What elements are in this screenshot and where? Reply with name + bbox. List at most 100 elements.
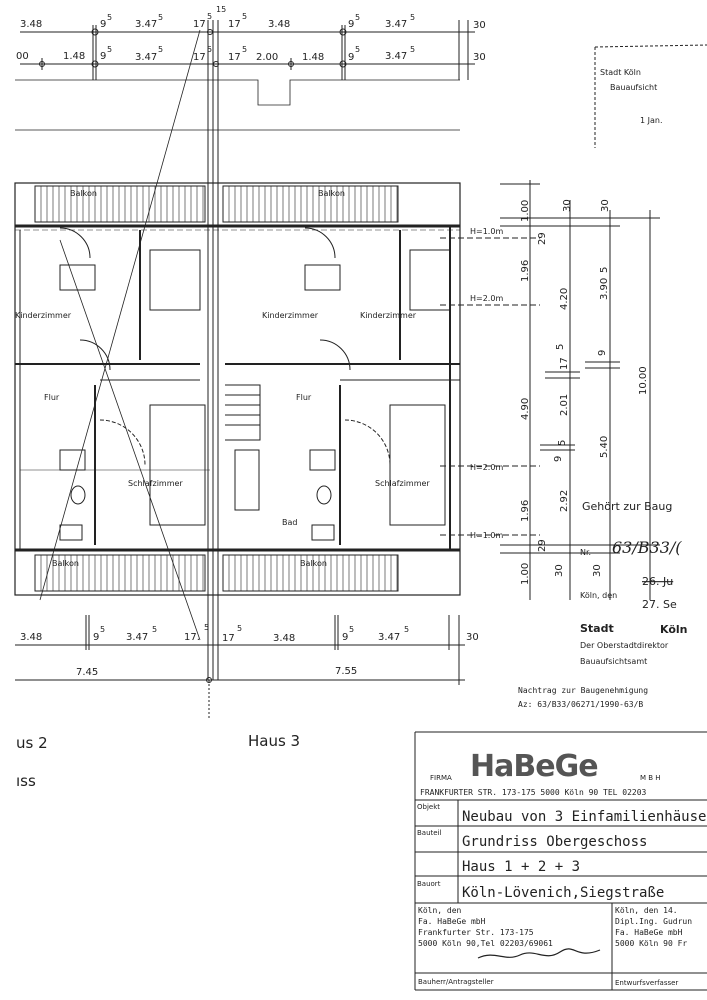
floor-label: ıss: [16, 772, 36, 790]
dim-label: 15: [216, 5, 226, 14]
applicant-line: Frankfurter Str. 173-175: [418, 928, 534, 937]
dim-label: 29: [537, 232, 548, 245]
dim-label: 30: [600, 199, 611, 212]
dim-label: 30: [473, 20, 486, 31]
company-address: FRANKFURTER STR. 173-175 5000 Köln 90 TE…: [420, 788, 647, 797]
stamp-nr-value: 63/B33/(: [612, 538, 682, 557]
room-label-balkon: Balkon: [52, 559, 79, 568]
approval-stamp: Gehört zur Baug Nr. 63/B33/( Köln, den 2…: [518, 500, 688, 709]
stamp-stadt: Stadt: [580, 622, 614, 635]
objekt-value: Neubau von 3 Einfamilienhäusern: [462, 809, 707, 825]
dim-label: 5: [107, 13, 112, 22]
dim-label: 2.01: [559, 394, 570, 416]
house-label-3: Haus 3: [248, 732, 300, 750]
stamp-office: Bauaufsichtsamt: [580, 657, 647, 666]
dim-label: 00: [16, 51, 29, 62]
bauteil-label: Bauteil: [417, 829, 442, 837]
dim-label: 9: [342, 632, 348, 643]
room-labels: Balkon Balkon Kinderzimmer Kinderzimmer …: [15, 189, 430, 568]
dim-label: 5: [207, 12, 212, 21]
logo-suffix: M B H: [640, 774, 661, 782]
haus-value: Haus 1 + 2 + 3: [462, 859, 580, 875]
architect-line: Köln, den 14.: [615, 906, 678, 915]
dim-label: 17: [228, 19, 241, 30]
dim-label: 1.48: [302, 52, 324, 63]
dim-label: 30: [562, 199, 573, 212]
room-label-balkon: Balkon: [300, 559, 327, 568]
dim-label: 5: [557, 440, 568, 446]
stamp-nachtrag: Nachtrag zur Baugenehmigung: [518, 686, 648, 695]
dim-label: 17: [193, 52, 206, 63]
dim-label: 5.40: [599, 436, 610, 458]
dim-label: 4.90: [520, 398, 531, 420]
height-label: H=2.0m: [470, 294, 503, 303]
room-label-kinderzimmer: Kinderzimmer: [360, 311, 417, 320]
firma-label: FIRMA: [430, 774, 452, 782]
dim-label: 5: [410, 13, 415, 22]
dim-label: 3.47: [135, 19, 157, 30]
dim-label: 1.96: [520, 500, 531, 522]
architect-line: Fa. HaBeGe mbH: [615, 928, 683, 937]
dim-label: 5: [204, 623, 209, 632]
dim-label: 9: [100, 19, 106, 30]
title-block: FIRMA HaBeGe M B H FRANKFURTER STR. 173-…: [414, 731, 707, 991]
dim-label: 9: [553, 456, 564, 462]
dim-label: 5: [410, 45, 415, 54]
dim-label: 17.: [184, 632, 200, 643]
applicant-role: Bauherr/Antragsteller: [418, 978, 494, 986]
top-dimension-lines: [20, 20, 475, 680]
room-label-balkon: Balkon: [318, 189, 345, 198]
building-outline: [14, 29, 461, 641]
dim-label: 9: [348, 19, 354, 30]
bottom-dimension-lines: [15, 615, 465, 720]
dim-label: 2.92: [559, 490, 570, 512]
dim-label: 10.00: [638, 366, 649, 395]
dim-label: 9: [100, 51, 106, 62]
objekt-label: Objekt: [417, 803, 440, 811]
dim-label: 7.45: [76, 667, 98, 678]
dim-label: 1.96: [520, 260, 531, 282]
room-label-balkon: Balkon: [70, 189, 97, 198]
dim-label: 30: [466, 632, 479, 643]
dim-label: 9: [597, 350, 608, 356]
stamp-authority: Der Oberstadtdirektor: [580, 641, 669, 650]
dim-label: 5: [242, 45, 247, 54]
room-label-bad: Bad: [282, 518, 297, 527]
dim-label: 9: [93, 632, 99, 643]
applicant-signature: [477, 948, 601, 959]
room-label-schlafzimmer: Schlafzimmer: [375, 479, 430, 488]
stamp-nr-label: Nr.: [580, 548, 591, 557]
dim-label: 30: [473, 52, 486, 63]
dim-label: 30: [554, 564, 565, 577]
stamp-az: Az: 63/B33/06271/1990-63/B: [518, 700, 643, 709]
right-dimension-labels: 1.00 30 30 29 1.96 4.20 3.90 5 5 17 9 2.…: [470, 199, 649, 585]
height-label: H=1.0m: [470, 531, 503, 540]
dim-label: 1.48: [63, 51, 85, 62]
dim-label: 5: [158, 45, 163, 54]
stamp-date-1: 26. Ju: [642, 575, 673, 588]
applicant-line: 5000 Köln 90,Tel 02203/69061: [418, 939, 553, 948]
stamp-date-label: Köln, den: [580, 591, 617, 600]
room-label-flur: Flur: [44, 393, 60, 402]
height-label: H=1.0m: [470, 227, 503, 236]
dim-label: 5: [207, 45, 212, 54]
top-dimension-labels: 3.48 9 5 3.47 5 17 5 15 17 5 3.48 9 5 3.…: [16, 5, 486, 63]
applicant-line: Fa. HaBeGe mbH: [418, 917, 486, 926]
room-label-schlafzimmer: Schlafzimmer: [128, 479, 183, 488]
dim-label: 3.48: [20, 19, 42, 30]
dim-label: 1.00: [520, 200, 531, 222]
dim-label: 30: [592, 564, 603, 577]
height-label: H=2.0m: [470, 463, 503, 472]
dim-label: 7.55: [335, 666, 357, 677]
house-label-2: us 2: [16, 734, 48, 752]
dim-label: 5: [599, 267, 610, 273]
bauteil-value: Grundriss Obergeschoss: [462, 834, 647, 850]
dim-label: 1.00: [520, 563, 531, 585]
corner-stamp-text: Stadt Köln: [600, 68, 641, 77]
dim-label: 3.48: [273, 633, 295, 644]
dim-label: 17: [193, 19, 206, 30]
dim-label: 3.47: [126, 632, 148, 643]
dim-label: 29: [537, 539, 548, 552]
bauort-label: Bauort: [417, 880, 441, 888]
dim-label: 17: [228, 52, 241, 63]
